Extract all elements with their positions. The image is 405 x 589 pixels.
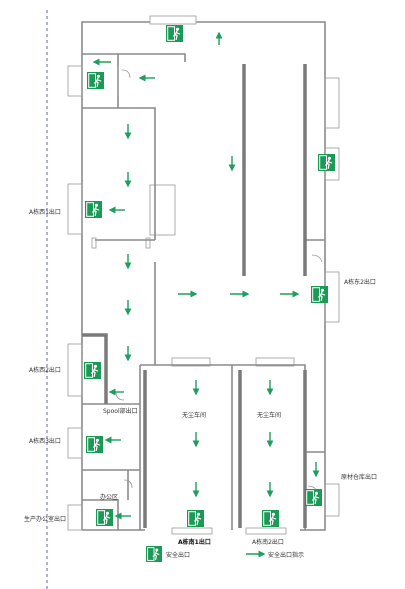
partition-bars [82,64,307,528]
exit-sign-icon [84,362,101,379]
direction-arrows [92,31,320,520]
label-a-west3: A栋西3出口 [29,437,61,445]
location-labels: A栋西1出口 A栋西2出口 A栋西3出口 A栋东2出口 Spool部出口 办公区… [24,208,377,546]
interior-walls [82,53,325,530]
label-a-west1: A栋西1出口 [29,208,61,216]
exit-sign-icon [87,72,104,89]
label-a-west2: A栋西2出口 [29,366,61,374]
label-a-south1: A栋南1出口 [178,538,211,546]
exit-signs [84,25,335,527]
exit-sign-icon [166,25,183,42]
label-prod-office-exit: 生产办公室出口 [24,515,66,523]
exit-sign-icon [96,509,113,526]
wall-openings [67,15,340,535]
label-office: 办公区 [100,493,118,501]
label-material-exit: 原材仓库出口 [341,473,377,481]
label-spool: Spool部出口 [103,407,138,415]
legend-exit-label: 安全出口 [166,551,190,559]
exit-sign-icon [187,510,204,527]
label-clean-room-1: 无尘车间 [182,411,206,419]
exit-sign-icon [146,546,162,562]
exit-sign-icon [86,436,103,453]
exit-sign-icon [311,286,328,303]
label-a-south2: A栋南2出口 [252,538,284,546]
label-a-east2: A栋东2出口 [344,278,376,286]
legend: 安全出口 安全出口指示 [146,546,304,562]
exit-sign-icon [85,201,102,218]
exit-sign-icon [318,154,335,171]
label-clean-room-2: 无尘车间 [257,411,281,419]
legend-arrow-label: 安全出口指示 [268,551,304,559]
exit-sign-icon [262,510,279,527]
exit-sign-icon [305,489,322,506]
door-swings [91,69,323,495]
